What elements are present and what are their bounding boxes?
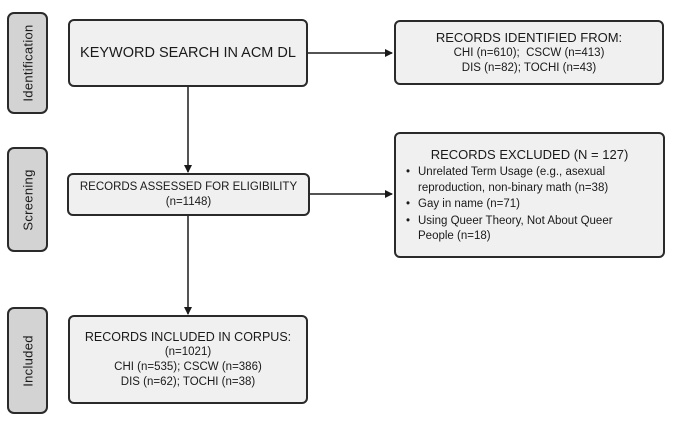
records-identified-box: RECORDS IDENTIFIED FROM: CHI (n=610); CS… [394, 20, 664, 85]
records-included-line1: CHI (n=535); CSCW (n=386) [114, 361, 262, 373]
stage-screening-label: Screening [20, 168, 35, 231]
records-assessed-box: RECORDS ASSESSED FOR ELIGIBILITY (n=1148… [67, 173, 310, 216]
exclusion-reason-item: Unrelated Term Usage (e.g., asexual repr… [404, 165, 655, 196]
keyword-search-text: KEYWORD SEARCH IN ACM DL [80, 45, 296, 61]
exclusion-reason-item: Gay in name (n=71) [404, 197, 655, 213]
stage-identification-label: Identification [20, 24, 35, 102]
exclusion-reason-item: Using Queer Theory, Not About Queer Peop… [404, 214, 655, 245]
records-included-count: (n=1021) [164, 346, 212, 358]
records-excluded-box: RECORDS EXCLUDED (N = 127) Unrelated Ter… [394, 132, 665, 258]
records-assessed-title: RECORDS ASSESSED FOR ELIGIBILITY [79, 180, 298, 193]
records-identified-line2: DIS (n=82); TOCHI (n=43) [461, 61, 597, 74]
exclusion-reasons-list: Unrelated Term Usage (e.g., asexual repr… [404, 165, 655, 245]
records-assessed-count: (n=1148) [165, 195, 212, 208]
records-included-title: RECORDS INCLUDED IN CORPUS: [84, 330, 292, 344]
records-identified-title: RECORDS IDENTIFIED FROM: [435, 29, 623, 45]
records-excluded-title: RECORDS EXCLUDED (N = 127) [430, 147, 629, 162]
records-included-line2: DIS (n=62); TOCHI (n=38) [120, 376, 256, 388]
records-included-box: RECORDS INCLUDED IN CORPUS: (n=1021) CHI… [68, 315, 308, 404]
stage-identification: Identification [7, 12, 48, 114]
stage-screening: Screening [7, 147, 48, 252]
records-identified-line1: CHI (n=610); CSCW (n=413) [453, 46, 605, 59]
stage-included: Included [7, 307, 48, 414]
stage-included-label: Included [20, 334, 35, 387]
keyword-search-box: KEYWORD SEARCH IN ACM DL [68, 19, 308, 87]
